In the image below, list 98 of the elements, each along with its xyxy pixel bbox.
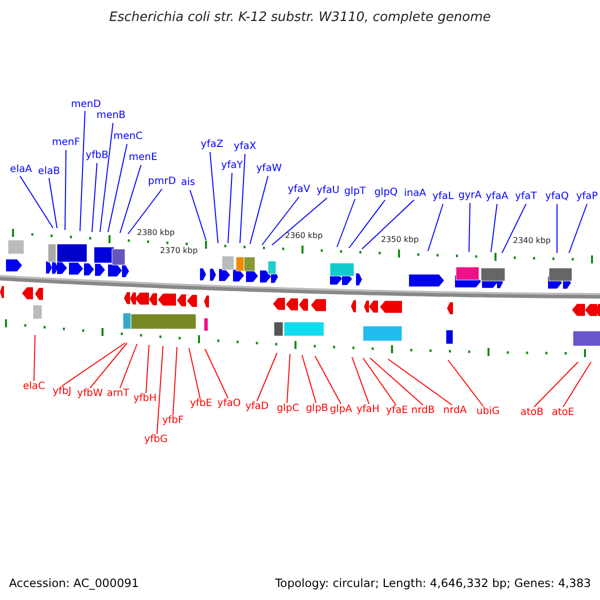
leader-line <box>64 150 66 230</box>
leader-line <box>562 362 592 408</box>
leader-line <box>256 352 278 402</box>
gene-label: yfaW <box>256 163 282 175</box>
leader-line <box>92 162 98 232</box>
gene-label: yfaE <box>386 405 408 417</box>
gene-label: nrdA <box>443 405 467 417</box>
gene-label: pmrD <box>148 176 176 188</box>
leader-line <box>156 346 164 434</box>
gene-label: yfbF <box>162 415 184 427</box>
gene-label: yfaO <box>217 398 241 410</box>
gene-label: arnT <box>106 388 130 400</box>
leader-line <box>272 198 328 246</box>
leader-line <box>250 176 268 244</box>
leader-line <box>348 200 386 248</box>
scale-label: 2370 kbp <box>160 246 198 255</box>
gene-label: atoE <box>552 407 574 419</box>
leader-line <box>286 354 290 404</box>
gene-label: yfbB <box>86 150 108 162</box>
leader-line <box>172 346 178 416</box>
accession-text: Accession: AC_000091 <box>9 576 139 590</box>
leader-line <box>388 358 452 406</box>
gene-label: yfaD <box>245 401 269 413</box>
gene-label: glpQ <box>374 187 398 199</box>
leader-line <box>120 164 142 234</box>
leader-line <box>108 144 128 232</box>
leader-line <box>80 110 86 232</box>
scale-label: 2340 kbp <box>513 236 551 245</box>
leader-line <box>336 198 356 248</box>
leader-line <box>62 342 126 386</box>
gene-label: ais <box>180 177 196 189</box>
leader-line <box>302 354 316 404</box>
leader-line <box>352 356 370 404</box>
gene-label: elaA <box>10 164 32 176</box>
gene-label: menC <box>113 131 143 143</box>
gene-label: elaB <box>38 166 60 178</box>
gene-label: yfbJ <box>52 386 72 398</box>
leader-line <box>362 358 396 406</box>
scale-label: 2380 kbp <box>137 228 175 237</box>
gene-label: yfbW <box>77 388 103 400</box>
leader-line <box>556 204 558 254</box>
gene-label: glpA <box>330 404 352 416</box>
gene-label: menB <box>96 110 126 122</box>
leader-line <box>362 200 414 250</box>
gene-label: glpB <box>306 403 328 415</box>
leader-line <box>314 356 342 404</box>
leader-line <box>188 348 200 398</box>
gene-label: elaC <box>22 381 46 393</box>
gene-label: yfbH <box>133 393 157 405</box>
leader-line <box>120 344 138 388</box>
scale-label: 2350 kbp <box>381 235 419 244</box>
gene-label: glpT <box>344 186 366 198</box>
leader-line <box>100 122 114 232</box>
title: Escherichia coli str. K-12 substr. W3110, complete genome <box>108 10 492 25</box>
leader-line <box>568 204 588 254</box>
gene-label: yfaH <box>356 404 380 416</box>
scale-label: 2360 kbp <box>285 231 323 240</box>
gene-label: menD <box>71 99 101 111</box>
leader-line <box>490 204 498 252</box>
gene-label: gyrA <box>458 190 482 202</box>
leader-line <box>128 188 162 234</box>
leader-line <box>448 360 484 406</box>
gene-label: yfaV <box>288 184 310 196</box>
leader-line <box>262 196 300 246</box>
leader-line <box>90 342 128 388</box>
gene-label: yfaL <box>432 191 454 203</box>
gene-label: nrdB <box>411 405 435 417</box>
leader-line <box>20 176 54 228</box>
gene-label: yfaA <box>486 191 508 203</box>
gene-label: atoB <box>520 407 544 419</box>
leader-line <box>502 204 526 254</box>
leader-line <box>240 154 246 244</box>
gene-label: yfaY <box>221 160 243 172</box>
gene-label: yfaX <box>234 141 256 153</box>
leader-line <box>190 190 206 240</box>
gene-label: inaA <box>404 188 426 200</box>
leader-line <box>370 358 424 406</box>
gene-label: yfaT <box>515 191 537 203</box>
gene-label: yfaU <box>316 185 340 197</box>
leader-line <box>48 178 58 228</box>
leader-line <box>228 172 232 244</box>
gene-label: glpC <box>276 403 300 415</box>
leader-line <box>204 348 228 398</box>
gene-label: yfbG <box>144 434 168 446</box>
gene-label: yfaQ <box>545 191 569 203</box>
leader-line <box>468 202 470 252</box>
gene-label: ubiG <box>476 406 500 418</box>
leader-line <box>34 334 36 382</box>
genome-info-text: Topology: circular; Length: 4,646,332 bp; Genes: 4,383 <box>275 576 591 590</box>
gene-label: yfaP <box>576 191 598 203</box>
gene-label: yfaZ <box>200 139 224 151</box>
leader-line <box>428 204 444 252</box>
gene-label: menF <box>52 137 80 149</box>
gene-label: yfbE <box>190 398 212 410</box>
gene-label: menE <box>128 152 158 164</box>
leader-line <box>210 152 218 244</box>
leader-line <box>534 362 578 408</box>
leader-line <box>146 344 150 394</box>
